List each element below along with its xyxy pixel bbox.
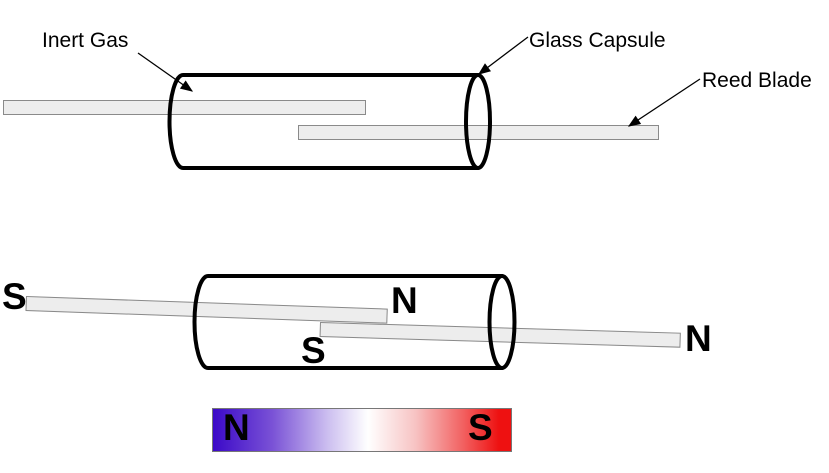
bottom-left-reed-blade — [25, 296, 388, 324]
top-glass-capsule-endcap — [464, 73, 492, 170]
top-glass-capsule-outline — [167, 73, 480, 170]
glass-capsule-label: Glass Capsule — [529, 29, 666, 52]
top-right-reed-blade — [298, 125, 659, 140]
pole-label-right-inner-s: S — [301, 330, 326, 371]
top-left-reed-blade — [3, 100, 366, 115]
magnet-gradient-bar: N S — [212, 408, 512, 452]
pole-label-left-inner-n: N — [391, 280, 418, 321]
bottom-glass-capsule-endcap — [487, 274, 517, 370]
magnet-north-label: N — [223, 407, 250, 448]
glass-capsule-arrow — [478, 36, 529, 75]
pole-label-right-outer-n: N — [685, 318, 712, 359]
inert-gas-arrow — [137, 52, 194, 92]
magnet-south-label: S — [468, 407, 493, 448]
reed-blade-arrow — [627, 78, 701, 127]
reed-blade-label: Reed Blade — [702, 69, 812, 92]
pole-label-left-outer-s: S — [2, 276, 27, 317]
bottom-right-reed-blade — [319, 322, 681, 348]
inert-gas-label: Inert Gas — [42, 29, 129, 52]
